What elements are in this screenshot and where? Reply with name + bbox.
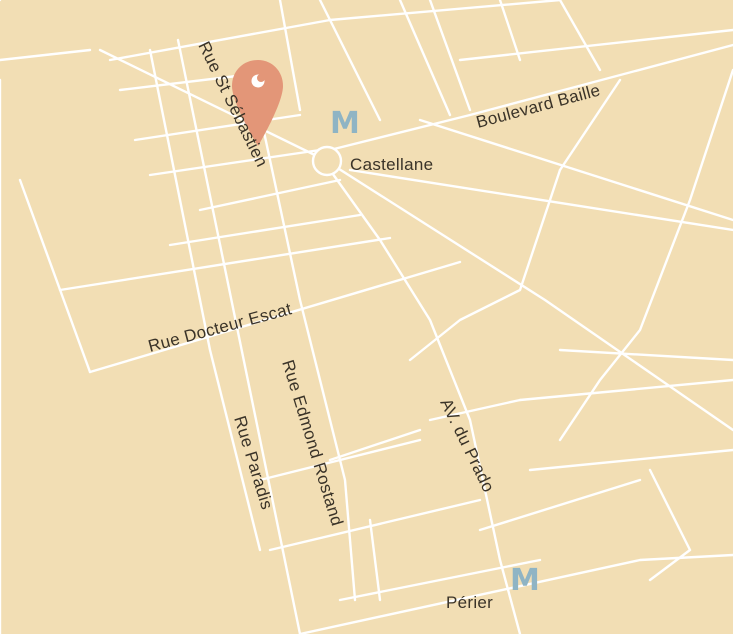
metro-icon[interactable]: M <box>330 106 360 141</box>
place-label-castellane: Castellane <box>350 155 433 174</box>
roundabout-icon <box>311 145 343 177</box>
map-pin-icon[interactable] <box>232 60 283 146</box>
place-label-perier: Périer <box>446 593 493 612</box>
metro-icon[interactable]: M <box>510 563 540 598</box>
